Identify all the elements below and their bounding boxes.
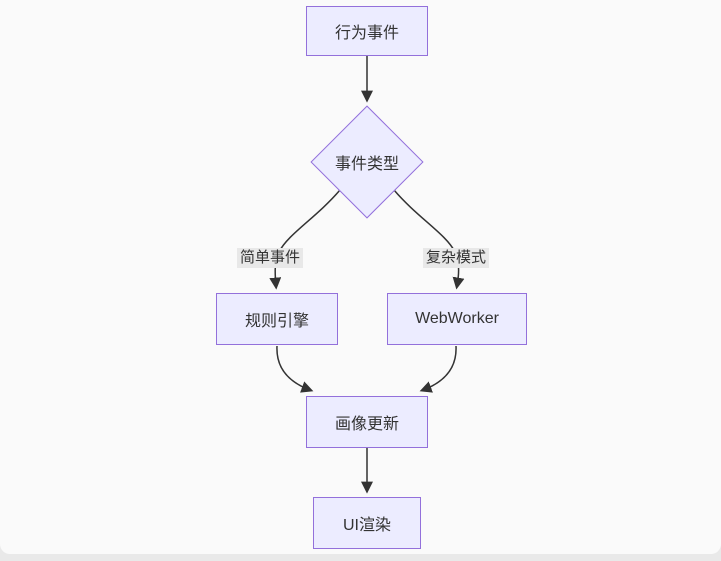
node-webworker-label: WebWorker (415, 310, 499, 327)
node-rules-engine: 规则引擎 (216, 293, 338, 345)
node-event-type-label: 事件类型 (334, 156, 399, 173)
node-ui-render-label: UI渲染 (342, 517, 391, 534)
node-profile-update-label: 画像更新 (334, 416, 399, 433)
edge-rules-engine-to-profile-update (276, 345, 314, 393)
edge-label-simple-event: 简单事件 (237, 248, 304, 268)
node-ui-render: UI渲染 (313, 497, 421, 549)
node-profile-update: 画像更新 (306, 396, 428, 448)
edge-label-complex-pattern: 复杂模式 (423, 248, 490, 268)
node-behavior-event: 行为事件 (306, 6, 428, 56)
node-behavior-event-label: 行为事件 (334, 25, 399, 42)
node-rules-engine-label: 规则引擎 (244, 313, 309, 330)
node-webworker: WebWorker (387, 293, 527, 345)
edge-webworker-to-profile-update (419, 345, 457, 393)
node-event-type: 事件类型 (310, 105, 424, 219)
